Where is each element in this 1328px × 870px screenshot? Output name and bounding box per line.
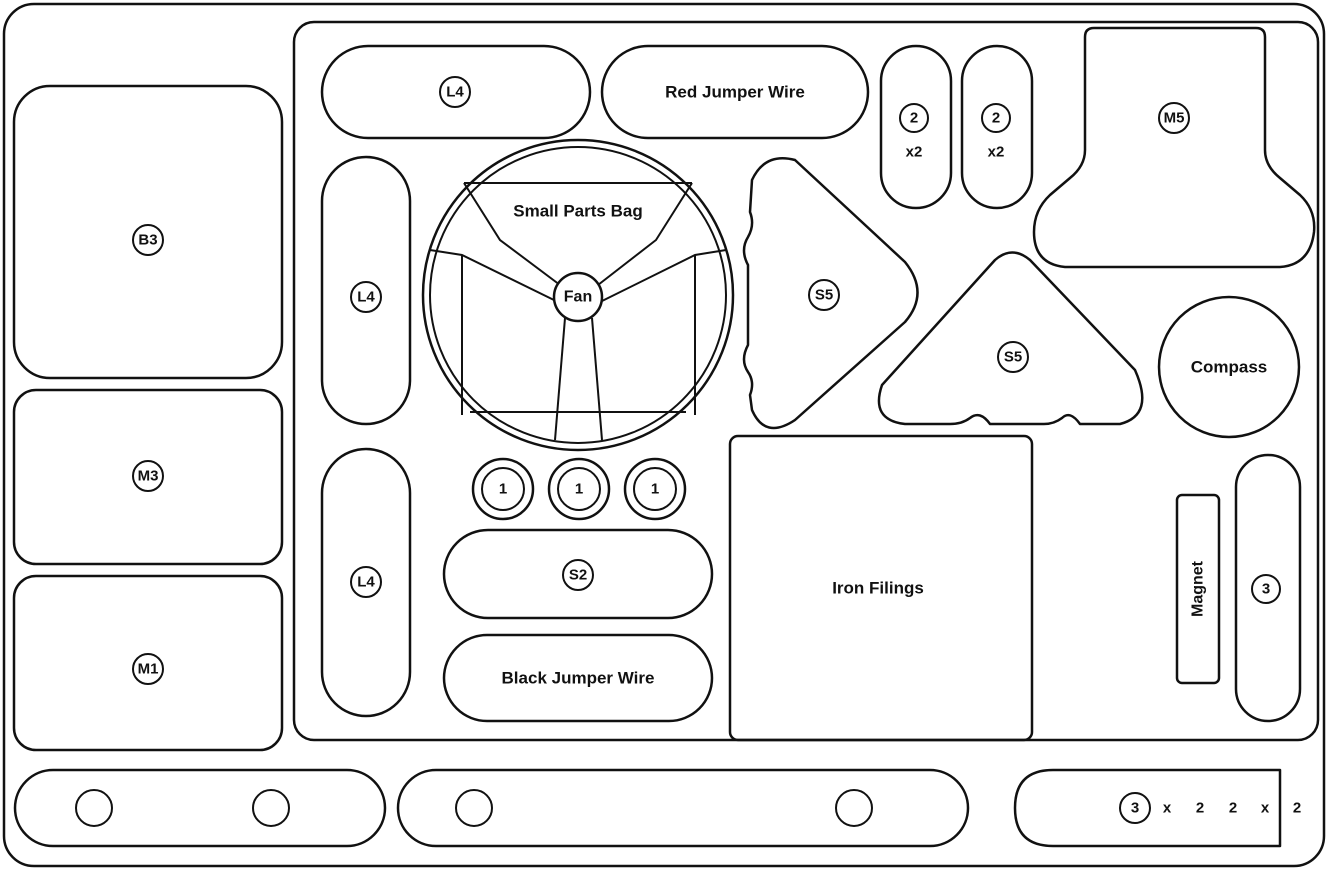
slot-m3: M3 — [12, 388, 284, 566]
slot-s2: S2 — [442, 528, 714, 620]
s5-a-badge — [808, 279, 840, 311]
slot-bottom-right: 3 x 2 2 x 2 — [1013, 768, 1301, 848]
iron-filings-label: Iron Filings — [832, 579, 924, 598]
bottom-two-2: 2 — [1229, 800, 1237, 817]
slot-two-b: 2 x2 — [960, 44, 1034, 210]
one-label-3: 1 — [651, 481, 659, 498]
one-label-1: 1 — [499, 481, 507, 498]
slot-l4-top: L4 — [320, 44, 592, 140]
small-parts-bag-label: Small Parts Bag — [513, 202, 642, 221]
slot-magnet: Magnet — [1175, 493, 1221, 685]
s5-b-badge — [997, 341, 1029, 373]
two-a-qty: x2 — [906, 144, 923, 161]
two-b-label: 2 — [992, 110, 1000, 127]
three-badge — [1251, 574, 1281, 604]
slot-ones: 1 1 1 — [471, 457, 687, 521]
black-jumper-wire-label: Black Jumper Wire — [502, 669, 655, 688]
peg-hole-2 — [252, 789, 290, 827]
slot-black-jumper-wire: Black Jumper Wire — [442, 633, 714, 723]
m1-label: M1 — [138, 661, 159, 678]
slot-s5-a: S5 — [742, 157, 919, 430]
two-b-qty: x2 — [988, 144, 1005, 161]
fan-label: Fan — [564, 289, 592, 306]
compass-label: Compass — [1191, 358, 1268, 377]
bottom-x-1: x — [1163, 800, 1172, 817]
l4-low-badge — [350, 566, 382, 598]
slot-s5-b: S5 — [877, 251, 1144, 426]
bottom-three-badge — [1119, 792, 1151, 824]
m3-badge — [132, 460, 164, 492]
three-label: 3 — [1262, 581, 1270, 598]
m5-badge — [1158, 102, 1190, 134]
bottom-x-2: x — [1261, 800, 1270, 817]
b3-label: B3 — [138, 232, 157, 249]
slot-three: 3 — [1234, 453, 1302, 723]
slot-compass: Compass — [1157, 295, 1301, 439]
peg-hole-3 — [455, 789, 493, 827]
l4-top-badge — [439, 76, 471, 108]
slot-bottom-left — [13, 768, 387, 848]
slot-l4-mid: L4 — [320, 155, 412, 426]
slot-red-jumper-wire: Red Jumper Wire — [600, 44, 870, 140]
s2-label: S2 — [569, 567, 587, 584]
slot-bottom-middle — [396, 768, 970, 848]
slot-b3: B3 — [12, 84, 284, 380]
slot-m5: M5 — [1032, 26, 1316, 269]
fan-blade-bottom-left — [554, 317, 566, 441]
bottom-two-3: 2 — [1293, 800, 1301, 817]
slot-l4-low: L4 — [320, 447, 412, 718]
two-b-badge — [981, 103, 1011, 133]
s2-badge — [562, 559, 594, 591]
slot-two-a: 2 x2 — [879, 44, 953, 210]
m1-badge — [132, 653, 164, 685]
magnet-label: Magnet — [1190, 560, 1207, 617]
s5-a-label: S5 — [815, 287, 833, 304]
red-jumper-wire-label: Red Jumper Wire — [665, 83, 805, 102]
slot-fan: Small Parts Bag Fan — [421, 138, 735, 452]
fan-hub — [552, 271, 604, 323]
l4-mid-badge — [350, 281, 382, 313]
l4-mid-label: L4 — [357, 289, 375, 306]
b3-badge — [132, 224, 164, 256]
l4-top-label: L4 — [446, 84, 464, 101]
peg-hole-4 — [835, 789, 873, 827]
peg-hole-1 — [75, 789, 113, 827]
bottom-three-label: 3 — [1131, 800, 1139, 817]
s5-b-label: S5 — [1004, 349, 1022, 366]
m3-label: M3 — [138, 468, 159, 485]
bottom-two-1: 2 — [1196, 800, 1204, 817]
m5-label: M5 — [1164, 110, 1185, 127]
two-a-label: 2 — [910, 110, 918, 127]
one-label-2: 1 — [575, 481, 583, 498]
fan-blade-bottom-right — [591, 317, 603, 441]
slot-m1: M1 — [12, 574, 284, 752]
l4-low-label: L4 — [357, 574, 375, 591]
slot-iron-filings: Iron Filings — [728, 434, 1034, 742]
two-a-badge — [899, 103, 929, 133]
fan-blade-right — [597, 182, 693, 286]
fan-blade-left — [463, 182, 561, 286]
